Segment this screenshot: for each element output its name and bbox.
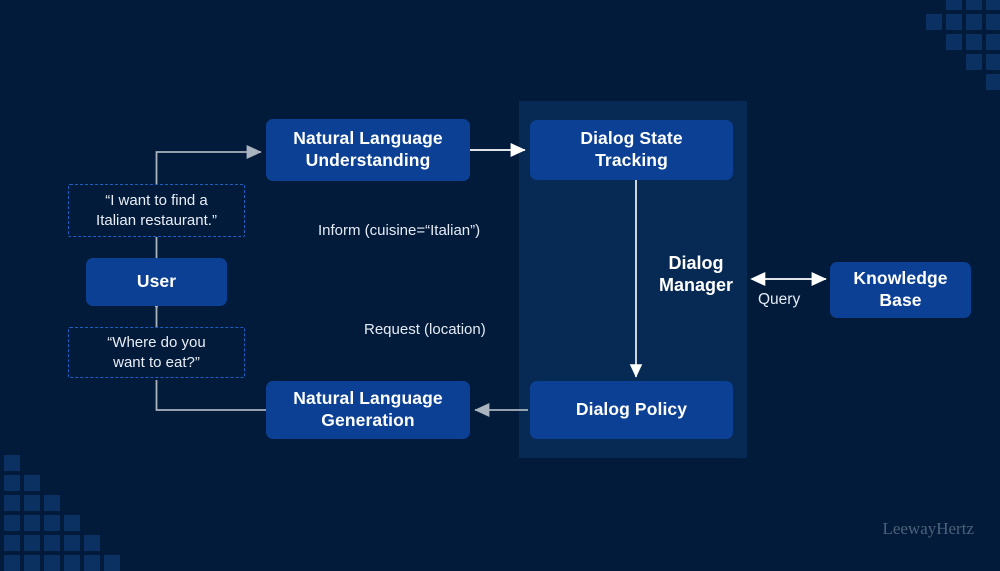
kb-label-line1: Knowledge: [853, 268, 948, 289]
nlg-label-line1: Natural Language: [293, 388, 443, 409]
user-label: User: [136, 271, 177, 292]
edge-label-request: Request (location): [364, 321, 486, 338]
kb-label-line2: Base: [879, 290, 922, 310]
node-user[interactable]: User: [86, 258, 227, 306]
dst-label-line2: Tracking: [595, 150, 668, 170]
utterance-input-line2: Italian restaurant.”: [96, 211, 217, 229]
nlu-label-line2: Understanding: [305, 150, 431, 170]
utterance-output-line1: “Where do you: [107, 333, 206, 351]
node-natural-language-understanding[interactable]: Natural Language Understanding: [266, 119, 470, 181]
node-knowledge-base[interactable]: Knowledge Base: [830, 262, 971, 318]
edge-input-utterance-to-nlu: [155, 144, 262, 184]
decorative-dot-grid-top-right: [886, 0, 1000, 90]
node-dialog-state-tracking[interactable]: Dialog State Tracking: [530, 120, 733, 180]
dst-label-line1: Dialog State: [580, 128, 683, 149]
edge-nlg-to-output-utterance: [155, 380, 266, 411]
utterance-user-input: “I want to find a Italian restaurant.”: [68, 184, 245, 237]
node-natural-language-generation[interactable]: Natural Language Generation: [266, 381, 470, 439]
nlu-label-line1: Natural Language: [293, 128, 443, 149]
node-dialog-policy[interactable]: Dialog Policy: [530, 381, 733, 439]
edge-label-inform: Inform (cuisine=“Italian”): [318, 222, 481, 239]
dialog-manager-label-line2: Manager: [658, 275, 734, 296]
dialog-manager-label: Dialog Manager: [640, 252, 752, 297]
nlg-label-line2: Generation: [321, 410, 415, 430]
watermark: LeewayHertz: [882, 519, 974, 538]
policy-label: Dialog Policy: [575, 399, 688, 420]
utterance-input-line1: “I want to find a: [105, 191, 208, 209]
utterance-system-output: “Where do you want to eat?”: [68, 327, 245, 378]
utterance-output-line2: want to eat?”: [113, 353, 200, 371]
dialog-manager-label-line1: Dialog: [668, 253, 724, 273]
edge-label-query: Query: [758, 291, 801, 308]
